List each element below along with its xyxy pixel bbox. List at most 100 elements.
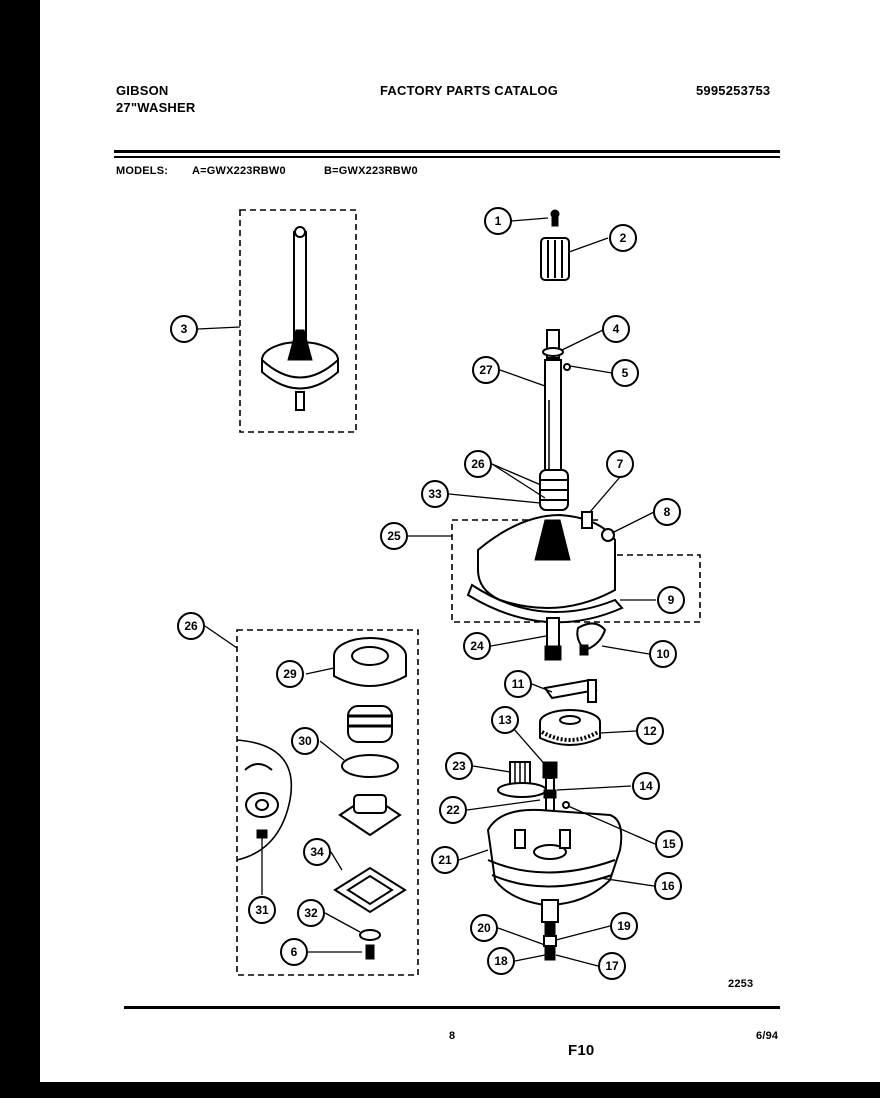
callout-23: 23 [445,752,473,780]
callout-33: 33 [421,480,449,508]
svg-text:21: 21 [438,853,452,867]
svg-text:33: 33 [428,487,442,501]
models-label: MODELS: [116,165,169,177]
parts-17-20 [541,899,559,961]
diagram-number: 2253 [728,978,754,990]
svg-text:6: 6 [291,945,298,959]
callout-9: 9 [657,586,685,614]
figure-code: F10 [568,1042,595,1059]
callout-10: 10 [649,640,677,668]
part-12-gear [539,709,601,746]
svg-text:20: 20 [477,921,491,935]
group-26-parts [236,637,407,960]
callout-11: 11 [504,670,532,698]
parts-24-10 [544,617,607,661]
model-b: B=GWX223RBW0 [324,165,418,177]
parts-22-23 [497,761,570,839]
catalog-title: FACTORY PARTS CATALOG [380,83,559,98]
callout-34: 34 [303,838,331,866]
model-a: A=GWX223RBW0 [192,165,286,177]
part-11-shift-fork [543,678,598,703]
svg-text:32: 32 [304,906,318,920]
svg-text:27: 27 [479,363,493,377]
callout-24: 24 [463,632,491,660]
callout-6: 6 [280,938,308,966]
callout-13: 13 [491,706,519,734]
svg-text:11: 11 [512,677,525,691]
group-box-25 [451,519,701,623]
callout-22: 22 [439,796,467,824]
svg-text:19: 19 [617,919,631,933]
callout-30: 30 [291,727,319,755]
svg-text:9: 9 [668,593,675,607]
svg-text:5: 5 [622,366,629,380]
callout-32: 32 [297,899,325,927]
svg-text:29: 29 [283,667,297,681]
brand-name: GIBSON [116,83,169,98]
product-type: 27"WASHER [116,100,196,115]
part-16-gearcase [486,808,623,907]
svg-text:31: 31 [255,903,269,917]
gearcase-cover [466,511,624,624]
revision-date: 6/94 [756,1030,779,1042]
svg-text:4: 4 [613,322,620,336]
svg-text:15: 15 [662,837,676,851]
callout-5: 5 [611,359,639,387]
part-3-assembly [261,226,339,411]
svg-text:1: 1 [495,214,502,228]
callout-14: 14 [632,772,660,800]
callout-29: 29 [276,660,304,688]
svg-text:26: 26 [184,619,198,633]
callout-25: 25 [380,522,408,550]
callout-18: 18 [487,947,515,975]
callout-31: 31 [248,896,276,924]
callout-12: 12 [636,717,664,745]
catalog-number: 5995253753 [696,83,771,98]
svg-text:16: 16 [661,879,675,893]
callout-4: 4 [602,315,630,343]
svg-text:14: 14 [639,779,653,793]
catalog-sheet [40,0,880,1082]
svg-text:13: 13 [498,713,512,727]
svg-text:26: 26 [471,457,485,471]
svg-text:18: 18 [494,954,508,968]
callout-3: 3 [170,315,198,343]
svg-text:22: 22 [446,803,460,817]
callout-26-group: 26 [177,612,205,640]
leader-lines [197,217,656,967]
svg-text:17: 17 [605,959,619,973]
callout-1: 1 [484,207,512,235]
callout-2: 2 [609,224,637,252]
footer-rule [124,1006,780,1009]
callout-26-shaft: 26 [464,450,492,478]
parts-1-2 [540,209,570,281]
svg-text:12: 12 [643,724,657,738]
svg-text:10: 10 [656,647,670,661]
main-shaft [539,329,571,511]
callout-16: 16 [654,872,682,900]
svg-text:34: 34 [310,845,324,859]
callout-20: 20 [470,914,498,942]
svg-text:8: 8 [664,505,671,519]
svg-text:2: 2 [620,231,627,245]
header-rule-top [114,150,780,153]
callout-27: 27 [472,356,500,384]
svg-text:7: 7 [617,457,624,471]
callout-7: 7 [606,450,634,478]
callout-19: 19 [610,912,638,940]
page-number: 8 [449,1030,456,1042]
svg-text:23: 23 [452,759,466,773]
callout-8: 8 [653,498,681,526]
callout-17: 17 [598,952,626,980]
group-box-3 [239,209,357,433]
svg-text:25: 25 [387,529,401,543]
svg-text:24: 24 [470,639,484,653]
svg-text:3: 3 [181,322,188,336]
header-rule-bottom [114,156,780,158]
callout-15: 15 [655,830,683,858]
callout-21: 21 [431,846,459,874]
group-box-26 [236,629,419,976]
svg-text:30: 30 [298,734,312,748]
